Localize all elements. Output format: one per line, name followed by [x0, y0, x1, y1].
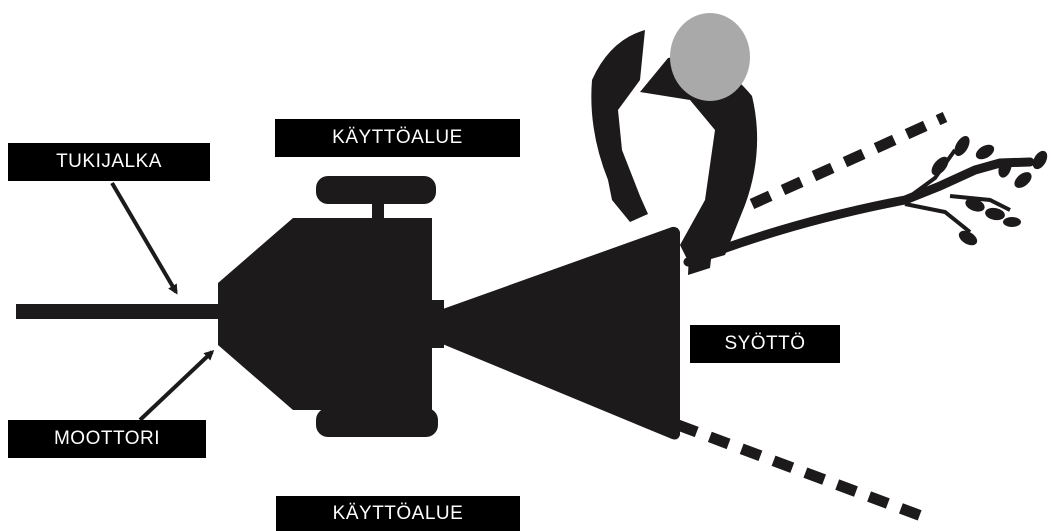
branch-twig-upper: [903, 148, 957, 202]
operator-torso: [640, 56, 758, 265]
leaf: [931, 156, 949, 176]
support-leg-label: TUKIJALKA: [8, 143, 210, 181]
leaf: [965, 198, 985, 212]
operating-area-boundary-top: [749, 111, 948, 210]
operator-left-arm: [591, 30, 648, 222]
operating-area-label-bottom: KÄYTTÖALUE: [276, 496, 520, 531]
operating-area-label-top: KÄYTTÖALUE: [275, 119, 520, 157]
leaves: [931, 136, 1048, 246]
engine-body: [218, 218, 432, 410]
leaf: [1032, 150, 1048, 170]
leaf: [975, 144, 995, 160]
arrow-support-leg: [110, 181, 178, 295]
operating-area-boundary-bottom: [676, 419, 934, 526]
leaf: [985, 207, 1005, 221]
axle-top: [372, 202, 384, 222]
operator-right-hand: [688, 225, 715, 275]
leaf: [998, 158, 1012, 178]
branch-twig-mid: [949, 194, 1011, 212]
branch-twig-lower: [904, 202, 972, 234]
operator-figure: [591, 13, 758, 275]
engine-label: MOOTTORI: [8, 420, 206, 458]
leaf: [1014, 172, 1032, 188]
leaf: [954, 136, 970, 156]
wheel-bottom: [316, 408, 438, 437]
leaf: [958, 230, 978, 246]
operator-head: [670, 13, 750, 101]
leaf: [1003, 217, 1021, 227]
feed-label: SYÖTTÖ: [690, 325, 840, 363]
feed-hopper: [440, 226, 680, 440]
support-leg-drawbar: [16, 304, 226, 319]
wheel-top: [316, 176, 436, 204]
arrow-engine: [138, 349, 215, 422]
